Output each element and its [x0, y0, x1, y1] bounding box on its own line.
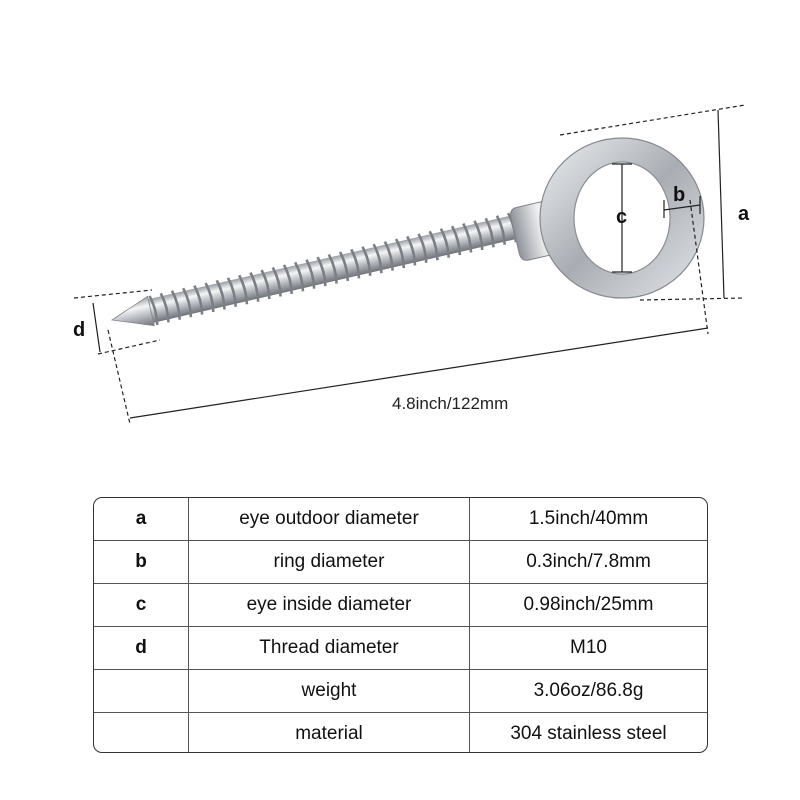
thread-ridge [439, 228, 450, 258]
thread-ridge [383, 241, 394, 271]
thread-ridge [226, 277, 238, 307]
spec-name: material [188, 712, 470, 752]
spec-key: c [94, 583, 189, 627]
thread-ridge [215, 279, 226, 310]
thread-ridge [473, 220, 484, 250]
thread-ridge [417, 233, 428, 263]
spec-name: eye outdoor diameter [188, 498, 470, 541]
label-d: d [73, 319, 86, 341]
thread-ridge [305, 259, 316, 289]
thread-ridge [282, 264, 294, 294]
thread-ridge [350, 248, 361, 279]
spec-name: weight [188, 669, 470, 713]
spec-value: 1.5inch/40mm [469, 498, 707, 541]
spec-key: a [94, 498, 189, 541]
dimension-length [107, 199, 709, 425]
dimension-b [663, 196, 701, 218]
table-row: c eye inside diameter 0.98inch/25mm [94, 583, 707, 627]
thread-ridge [294, 261, 305, 292]
thread-ridge [249, 272, 260, 302]
thread-ridge [361, 246, 372, 276]
thread-ridge [394, 238, 406, 269]
thread-ridge [372, 243, 383, 274]
spec-value: 0.3inch/7.8mm [469, 540, 707, 584]
thread-ridge [159, 292, 170, 323]
length-label: 4.8inch/122mm [392, 394, 509, 413]
spec-key: d [94, 626, 189, 670]
thread-ridge [204, 282, 215, 313]
spec-value: 0.98inch/25mm [469, 583, 707, 627]
dimension-a [559, 104, 746, 301]
eye-bolt-diagram: 304 [73, 104, 750, 425]
thread-ridge [238, 274, 249, 305]
thread-ridge [495, 215, 506, 245]
thread-ridge [316, 256, 327, 287]
thread-ridge [327, 253, 338, 284]
spec-value: 3.06oz/86.8g [469, 669, 707, 713]
label-a: a [738, 203, 750, 225]
thread-ridge [148, 295, 159, 325]
spec-key: b [94, 540, 189, 584]
table-row: d Thread diameter M10 [94, 626, 707, 670]
thread-ridge [428, 230, 439, 261]
dimension-d [73, 289, 161, 355]
spec-key [94, 669, 189, 713]
eye-bolt-drawing: 304 [73, 104, 746, 425]
thread-ridge [193, 284, 204, 315]
spec-value: 304 stainless steel [469, 712, 707, 752]
thread-ridge [450, 225, 462, 256]
spec-name: ring diameter [188, 540, 470, 584]
thread-ridge [260, 269, 271, 300]
table-row: b ring diameter 0.3inch/7.8mm [94, 540, 707, 584]
screw-tip [110, 295, 155, 327]
thread-ridge [462, 222, 473, 253]
thread-ridge [338, 251, 350, 282]
table-row: material 304 stainless steel [94, 712, 707, 752]
spec-name: Thread diameter [188, 626, 470, 670]
thread-ridge [182, 287, 193, 318]
thread-ridge [484, 217, 495, 248]
dimension-c [612, 163, 632, 273]
spec-value: M10 [469, 626, 707, 670]
thread-ridge [170, 290, 181, 320]
table-row: weight 3.06oz/86.8g [94, 669, 707, 713]
spec-name: eye inside diameter [188, 583, 470, 627]
spec-table: a eye outdoor diameter 1.5inch/40mm b ri… [93, 497, 708, 753]
label-b: b [673, 184, 686, 206]
threaded-shaft [110, 204, 552, 327]
label-c: c [616, 206, 628, 228]
spec-key [94, 712, 189, 752]
thread-ridge [406, 235, 417, 266]
table-row: a eye outdoor diameter 1.5inch/40mm [94, 498, 707, 541]
thread-ridge [271, 266, 282, 297]
